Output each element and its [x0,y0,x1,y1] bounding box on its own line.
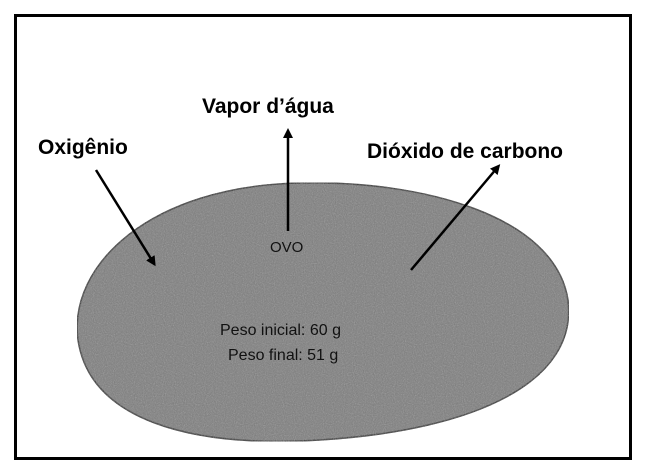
co2-arrow [410,164,501,271]
oxygen-label: Oxigênio [38,136,128,159]
egg-shape [76,182,570,443]
initial-weight-text: Peso inicial: 60 g [220,322,341,339]
co2-label: Dióxido de carbono [367,140,563,163]
oxygen-arrow [94,169,156,267]
final-weight-text: Peso final: 51 g [228,347,338,364]
vapor-label: Vapor d’água [202,95,334,118]
egg-label: OVO [270,239,303,256]
